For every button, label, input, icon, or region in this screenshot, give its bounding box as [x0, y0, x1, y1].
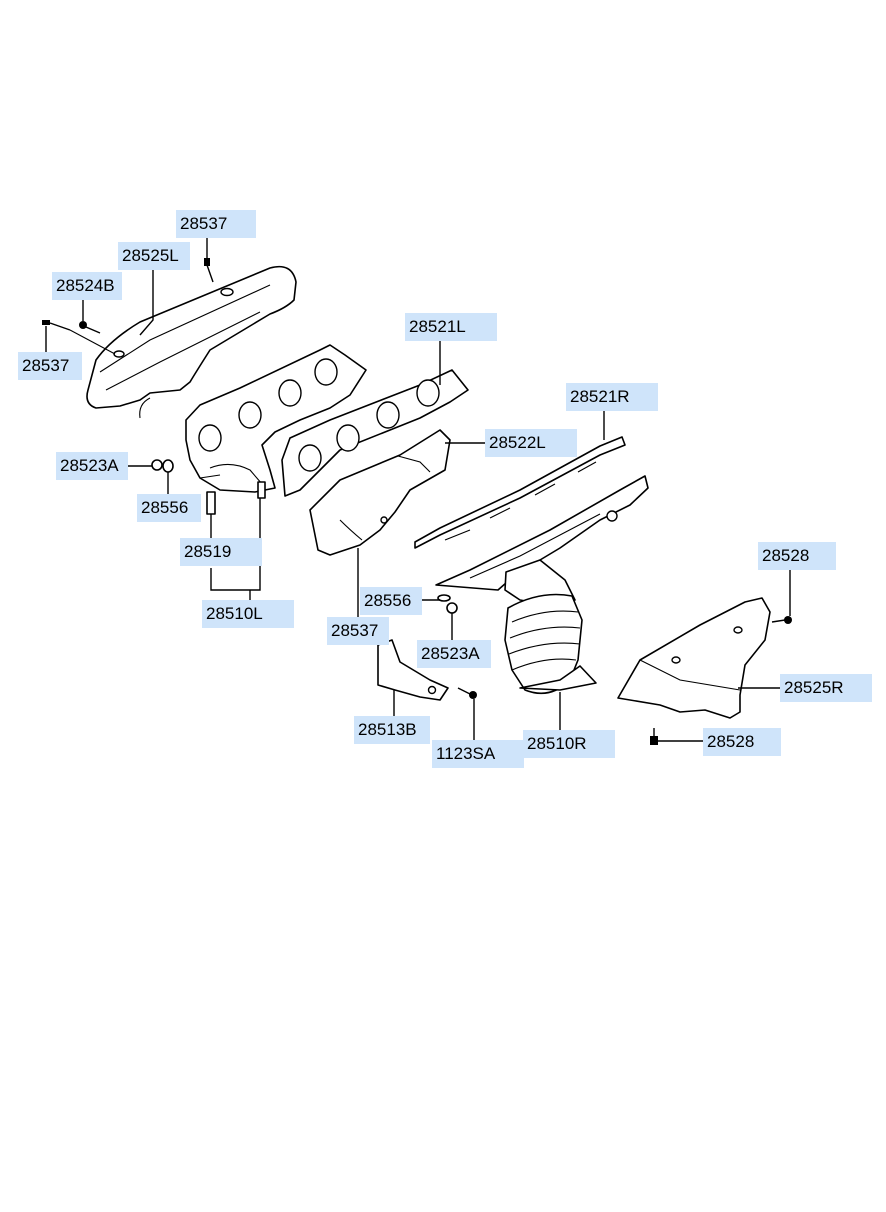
gasket-28521L[interactable] — [281, 369, 469, 497]
label-28525R[interactable]: 28525R — [780, 674, 872, 702]
label-28556-mid[interactable]: 28556 — [360, 587, 422, 615]
label-28528-top[interactable]: 28528 — [758, 542, 836, 570]
nut-28523A-mid[interactable] — [446, 602, 458, 614]
nut-28523A-left[interactable] — [151, 459, 163, 471]
stud-28519[interactable] — [206, 491, 216, 515]
stud-28510L[interactable] — [257, 481, 266, 499]
leader-lines — [45, 238, 791, 742]
bolt-28528-top[interactable] — [771, 616, 792, 624]
label-28521R[interactable]: 28521R — [566, 383, 658, 411]
label-28510L[interactable]: 28510L — [202, 600, 294, 628]
label-28537-top[interactable]: 28537 — [176, 210, 256, 238]
heat-protector-left[interactable] — [86, 265, 297, 419]
label-28524B[interactable]: 28524B — [52, 272, 122, 300]
bolt-28537-left[interactable] — [42, 320, 116, 355]
label-28513B[interactable]: 28513B — [354, 716, 430, 744]
bracket-28513B[interactable] — [377, 639, 449, 701]
label-28523A-mid[interactable]: 28523A — [417, 640, 491, 668]
heat-shield-28522L[interactable] — [309, 429, 451, 556]
label-28521L[interactable]: 28521L — [405, 313, 497, 341]
label-28556-left[interactable]: 28556 — [137, 494, 201, 522]
label-28528-bot[interactable]: 28528 — [703, 728, 781, 756]
washer-28556-left[interactable] — [162, 459, 174, 473]
label-28537-mid[interactable]: 28537 — [327, 617, 389, 645]
bolt-1123SA[interactable] — [457, 687, 477, 699]
gasket-28521R[interactable] — [414, 436, 626, 549]
label-28519[interactable]: 28519 — [180, 538, 262, 566]
heat-protector-right[interactable] — [617, 597, 771, 719]
label-28522L[interactable]: 28522L — [485, 429, 577, 457]
label-28537-left[interactable]: 28537 — [18, 352, 82, 380]
bolt-28524B[interactable] — [79, 321, 101, 334]
bolt-28537-top[interactable] — [204, 258, 214, 283]
label-28523A-left[interactable]: 28523A — [56, 452, 128, 480]
label-28510R[interactable]: 28510R — [523, 730, 615, 758]
label-28525L[interactable]: 28525L — [118, 242, 190, 270]
bolt-28528-bot[interactable] — [650, 728, 658, 745]
washer-28556-mid[interactable] — [437, 594, 451, 602]
exhaust-manifold-left[interactable] — [185, 344, 367, 493]
label-1123SA[interactable]: 1123SA — [432, 740, 524, 768]
catalytic-converter[interactable] — [504, 593, 597, 695]
exhaust-manifold-right[interactable] — [435, 475, 649, 606]
